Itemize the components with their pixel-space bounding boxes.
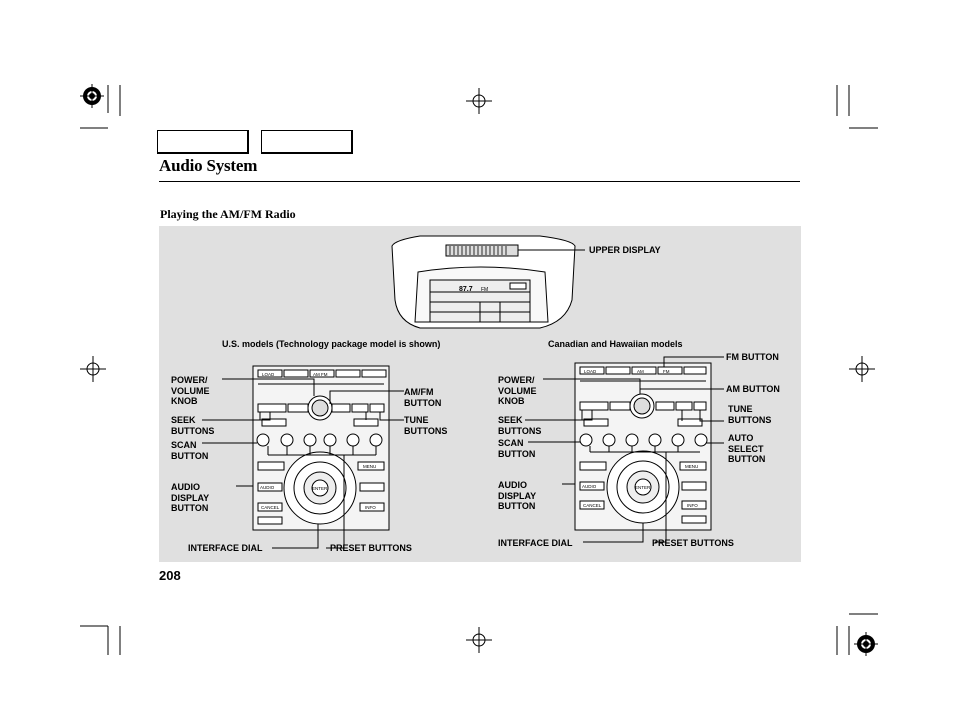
crop-mark-top-right xyxy=(836,85,878,129)
title-rule xyxy=(159,181,800,182)
right-load-text: LOAD xyxy=(584,369,597,374)
us-models-caption: U.S. models (Technology package model is… xyxy=(222,339,441,349)
right-power-volume-knob-label: POWER/ VOLUME KNOB xyxy=(498,375,537,406)
upper-display-label: UPPER DISPLAY xyxy=(589,245,661,255)
right-am-text: AM xyxy=(637,369,644,374)
right-audio-text: AUDIO xyxy=(582,484,597,489)
right-fm-button-label: FM BUTTON xyxy=(726,352,779,362)
left-info-text: INFO xyxy=(365,505,376,510)
crosshair-left xyxy=(80,356,106,382)
canadian-models-caption: Canadian and Hawaiian models xyxy=(548,339,683,349)
screen-band: FM xyxy=(481,287,488,293)
left-menu-text: MENU xyxy=(363,464,376,469)
left-cancel-text: CANCEL xyxy=(261,505,280,510)
header-tab-2 xyxy=(261,130,353,154)
right-cancel-text: CANCEL xyxy=(583,503,602,508)
page-title: Audio System xyxy=(159,156,258,175)
right-info-text: INFO xyxy=(687,503,698,508)
left-audio-display-button-label: AUDIO DISPLAY BUTTON xyxy=(171,482,210,513)
right-leader-lines xyxy=(525,356,724,543)
left-tune-buttons-label: TUNE BUTTONS xyxy=(404,415,448,436)
left-dial-text: ENTER xyxy=(312,486,328,491)
right-preset-buttons-label: PRESET BUTTONS xyxy=(652,538,734,548)
section-heading: Playing the AM/FM Radio xyxy=(160,207,296,221)
left-load-text: LOAD xyxy=(262,372,275,377)
crop-mark-bottom-right xyxy=(836,613,878,655)
right-seek-buttons-label: SEEK BUTTONS xyxy=(498,415,542,436)
left-audio-unit xyxy=(252,365,390,531)
crosshair-top-center xyxy=(466,88,492,114)
right-audio-display-button-label: AUDIO DISPLAY BUTTON xyxy=(498,480,537,511)
screen-frequency: 87.7 xyxy=(459,286,473,293)
left-am-fm-button-label: AM/FM BUTTON xyxy=(404,387,442,408)
upper-display-assembly xyxy=(391,235,585,329)
left-scan-button-label: SCAN BUTTON xyxy=(171,440,209,461)
registration-target-top-left xyxy=(80,84,104,108)
left-seek-buttons-label: SEEK BUTTONS xyxy=(171,415,215,436)
page-number: 208 xyxy=(159,568,181,583)
right-interface-dial-label: INTERFACE DIAL xyxy=(498,538,573,548)
right-audio-unit xyxy=(574,362,712,531)
crosshair-bottom-center xyxy=(466,627,492,653)
crop-mark-bottom-left xyxy=(80,625,121,655)
right-fm-text: FM xyxy=(663,369,670,374)
header-tab-1 xyxy=(157,130,249,154)
left-leader-lines xyxy=(202,378,404,549)
right-tune-buttons-label: TUNE BUTTONS xyxy=(728,404,772,425)
right-auto-select-button-label: AUTO SELECT BUTTON xyxy=(728,433,766,464)
right-scan-button-label: SCAN BUTTON xyxy=(498,438,536,459)
left-power-volume-knob-label: POWER/ VOLUME KNOB xyxy=(171,375,210,406)
left-interface-dial-label: INTERFACE DIAL xyxy=(188,543,263,553)
right-dial-text: ENTER xyxy=(635,485,651,490)
crop-mark-top-left xyxy=(80,85,121,129)
right-am-button-label: AM BUTTON xyxy=(726,384,780,394)
left-audio-text: AUDIO xyxy=(260,485,275,490)
crosshair-right xyxy=(849,356,875,382)
left-preset-buttons-label: PRESET BUTTONS xyxy=(330,543,412,553)
left-amfm-text: AM FM xyxy=(313,372,328,377)
right-menu-text: MENU xyxy=(685,464,698,469)
registration-target-bottom-right xyxy=(854,632,878,656)
